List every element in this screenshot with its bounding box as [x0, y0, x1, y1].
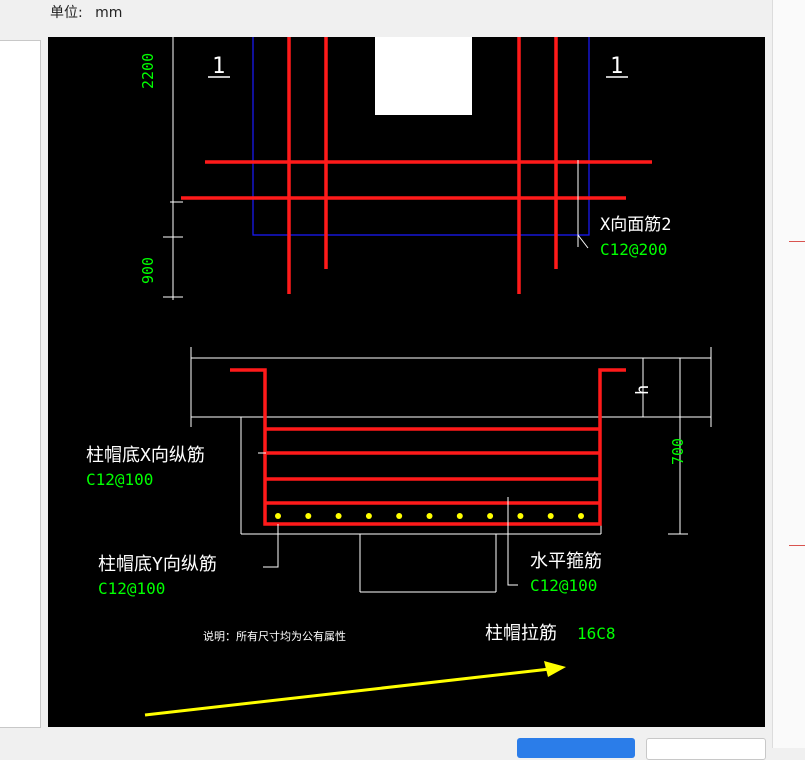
- rebar-dot: [517, 513, 524, 519]
- arrow-shaft: [144, 667, 551, 717]
- stirrup-label: 水平箍筋: [530, 551, 602, 572]
- top-vertical-rebars: [287, 37, 558, 294]
- tie-bar-label: 柱帽拉筋: [485, 623, 557, 644]
- rebar-dot: [396, 513, 403, 519]
- stirrup-spec: C12@100: [530, 576, 597, 595]
- dim-h-text: h: [633, 385, 653, 395]
- rebar-dot: [426, 513, 433, 519]
- rebar-dots: [275, 513, 584, 519]
- cap-bottom-y-spec: C12@100: [98, 579, 165, 598]
- ok-button[interactable]: [517, 738, 635, 758]
- dim-top-text: 2200: [139, 53, 157, 89]
- rebar-dot: [305, 513, 312, 519]
- section-mark-right: 1: [610, 54, 623, 79]
- dim-right-text: 700: [669, 438, 687, 465]
- rebar-dot: [487, 513, 494, 519]
- cap-bottom-x-spec: C12@100: [86, 470, 153, 489]
- section-mark-left: 1: [212, 54, 225, 79]
- rebar-dot: [456, 513, 463, 519]
- cap-bottom-x-label: 柱帽底X向纵筋: [86, 445, 205, 466]
- section-rebar-cage: [230, 368, 626, 526]
- cap-bottom-y-label: 柱帽底Y向纵筋: [98, 554, 217, 575]
- rebar-dot: [365, 513, 372, 519]
- top-horizontal-rebars: [181, 160, 652, 200]
- right-scroll-area[interactable]: [772, 0, 805, 748]
- unit-label: 单位:: [50, 5, 83, 21]
- column-section: [375, 37, 472, 115]
- arrow-head: [544, 661, 566, 677]
- x-face-bar-spec: C12@200: [600, 240, 667, 259]
- x-face-bar-label: X向面筋2: [600, 215, 671, 235]
- dim-mid-text: 900: [139, 257, 157, 284]
- unit-row: 单位: mm: [50, 2, 122, 22]
- drawing-note: 说明：所有尺寸均为公有属性: [203, 629, 346, 643]
- rebar-dot: [335, 513, 342, 519]
- unit-value: mm: [95, 5, 123, 21]
- tie-bar-spec: 16C8: [577, 624, 616, 643]
- left-panel[interactable]: [0, 40, 41, 728]
- rebar-dot: [275, 513, 281, 519]
- cancel-button[interactable]: [646, 738, 766, 760]
- rebar-dot: [547, 513, 554, 519]
- column-outline: [252, 37, 590, 236]
- rebar-dot: [578, 513, 584, 519]
- cad-drawing-canvas: 1 1 2200 900 X向面筋2 C12@200: [48, 37, 765, 727]
